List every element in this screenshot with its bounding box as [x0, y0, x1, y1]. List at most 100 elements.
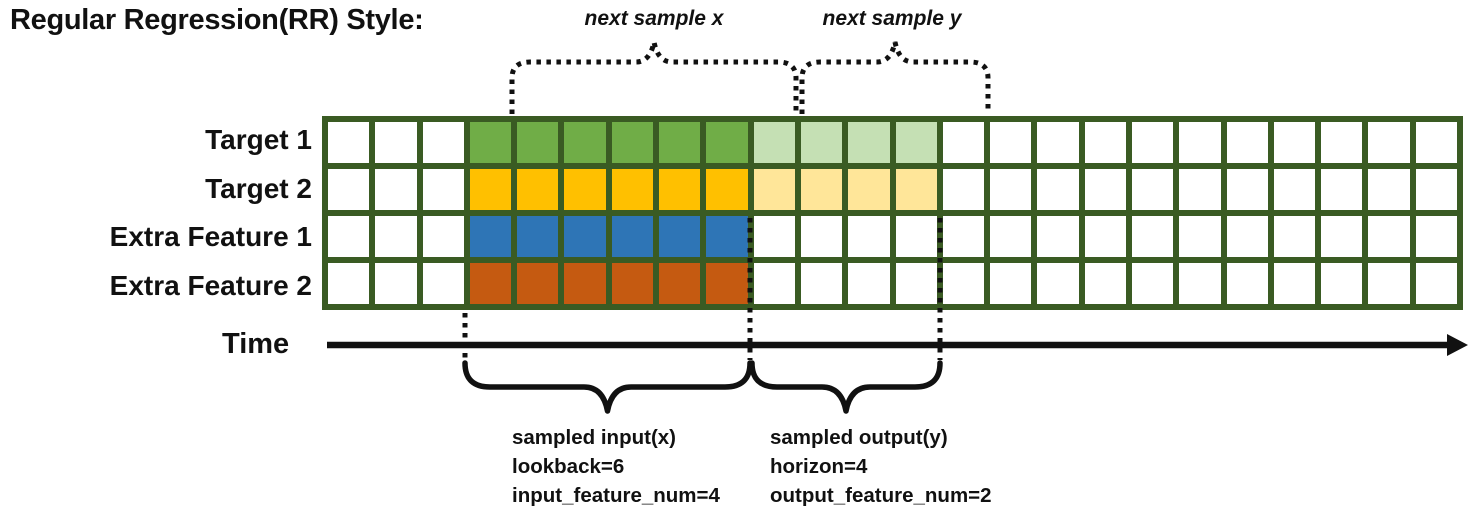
- grid-cell: [1273, 169, 1316, 210]
- horizon-value: horizon=4: [770, 455, 868, 478]
- output-feature-num-value: output_feature_num=2: [770, 484, 992, 507]
- grid-cell: [422, 263, 464, 304]
- grid-cell: [611, 169, 654, 210]
- grid-cell: [1131, 263, 1174, 304]
- grid-cell: [1415, 169, 1457, 210]
- sampled-output-brace: [749, 360, 943, 414]
- grid-cell: [422, 216, 464, 257]
- grid-cell: [706, 216, 748, 257]
- grid-cell: [753, 216, 795, 257]
- grid-cell: [990, 122, 1032, 163]
- grid-cell: [517, 122, 559, 163]
- next-sample-x-brace: [509, 41, 799, 114]
- grid-cell: [328, 169, 370, 210]
- grid-cell: [848, 122, 890, 163]
- grid-cell: [611, 263, 654, 304]
- grid-cell: [1321, 169, 1363, 210]
- grid-cell: [848, 263, 890, 304]
- grid-cell: [1321, 122, 1363, 163]
- grid-cell: [1273, 122, 1316, 163]
- grid-cell: [469, 263, 512, 304]
- grid-cell: [375, 169, 417, 210]
- grid-cell: [942, 263, 985, 304]
- grid-cell: [942, 169, 985, 210]
- diagram-title: Regular Regression(RR) Style:: [10, 4, 424, 36]
- grid-cell: [659, 122, 701, 163]
- grid-cell: [564, 169, 606, 210]
- sampled-input-title: sampled input(x): [512, 426, 677, 449]
- grid-cell: [564, 216, 606, 257]
- grid-cell: [895, 122, 937, 163]
- grid-cell: [848, 169, 890, 210]
- grid-cell: [1226, 122, 1268, 163]
- grid-cell: [375, 216, 417, 257]
- grid-cell: [1037, 122, 1079, 163]
- grid-cell: [517, 263, 559, 304]
- row-labels: Target 1 Target 2 Extra Feature 1 Extra …: [0, 116, 312, 310]
- grid-cell: [1415, 263, 1457, 304]
- grid-cell: [328, 122, 370, 163]
- grid-cell: [659, 263, 701, 304]
- grid-cell: [1084, 263, 1126, 304]
- grid-cell: [753, 169, 795, 210]
- sampled-output-title: sampled output(y): [770, 426, 948, 449]
- grid-cell: [895, 216, 937, 257]
- grid-cell: [1037, 263, 1079, 304]
- grid-cell: [1321, 216, 1363, 257]
- grid-cell: [990, 263, 1032, 304]
- grid-cell: [1179, 169, 1221, 210]
- grid-cell: [1273, 216, 1316, 257]
- grid-cell: [1131, 169, 1174, 210]
- grid-cell: [1084, 216, 1126, 257]
- grid-cell: [564, 263, 606, 304]
- grid-cell: [375, 263, 417, 304]
- grid-cell: [659, 216, 701, 257]
- grid-cell: [706, 169, 748, 210]
- grid-cell: [611, 216, 654, 257]
- grid-cell: [422, 169, 464, 210]
- grid-cell: [990, 169, 1032, 210]
- time-axis-arrowhead: [1447, 334, 1468, 356]
- grid-cell: [706, 122, 748, 163]
- grid-cell: [469, 216, 512, 257]
- grid-cell: [1084, 122, 1126, 163]
- grid: [322, 116, 1463, 310]
- grid-cell: [1179, 216, 1221, 257]
- grid-cell: [469, 122, 512, 163]
- grid-cell: [942, 122, 985, 163]
- grid-cell: [564, 122, 606, 163]
- grid-cell: [942, 216, 985, 257]
- grid-cell: [1415, 122, 1457, 163]
- grid-cell: [800, 216, 843, 257]
- sampled-input-annotation: sampled input(x) lookback=6 input_featur…: [512, 423, 720, 510]
- next-sample-y-label: next sample y: [822, 7, 962, 30]
- grid-cell: [659, 169, 701, 210]
- row-label-target-1: Target 1: [205, 124, 312, 156]
- grid-cell: [990, 216, 1032, 257]
- grid-cell: [1084, 169, 1126, 210]
- grid-cell: [1037, 169, 1079, 210]
- grid-cell: [517, 169, 559, 210]
- sampled-output-annotation: sampled output(y) horizon=4 output_featu…: [770, 423, 992, 510]
- row-label-extra-feature-2: Extra Feature 2: [109, 269, 312, 301]
- sampled-input-brace: [462, 360, 753, 414]
- time-axis-label: Time: [222, 328, 290, 360]
- row-label-extra-feature-1: Extra Feature 1: [109, 221, 312, 253]
- grid-cell: [895, 263, 937, 304]
- grid-cell: [753, 122, 795, 163]
- grid-cell: [1368, 169, 1410, 210]
- lookback-value: lookback=6: [512, 455, 625, 478]
- grid-cell: [1131, 216, 1174, 257]
- grid-cell: [1179, 122, 1221, 163]
- grid-cell: [422, 122, 464, 163]
- grid-cell: [848, 216, 890, 257]
- grid-cell: [611, 122, 654, 163]
- row-label-target-2: Target 2: [205, 172, 312, 204]
- grid-cell: [1179, 263, 1221, 304]
- grid-cell: [800, 263, 843, 304]
- input-feature-num-value: input_feature_num=4: [512, 484, 720, 507]
- grid-cell: [1226, 263, 1268, 304]
- grid-cell: [895, 169, 937, 210]
- grid-cell: [1321, 263, 1363, 304]
